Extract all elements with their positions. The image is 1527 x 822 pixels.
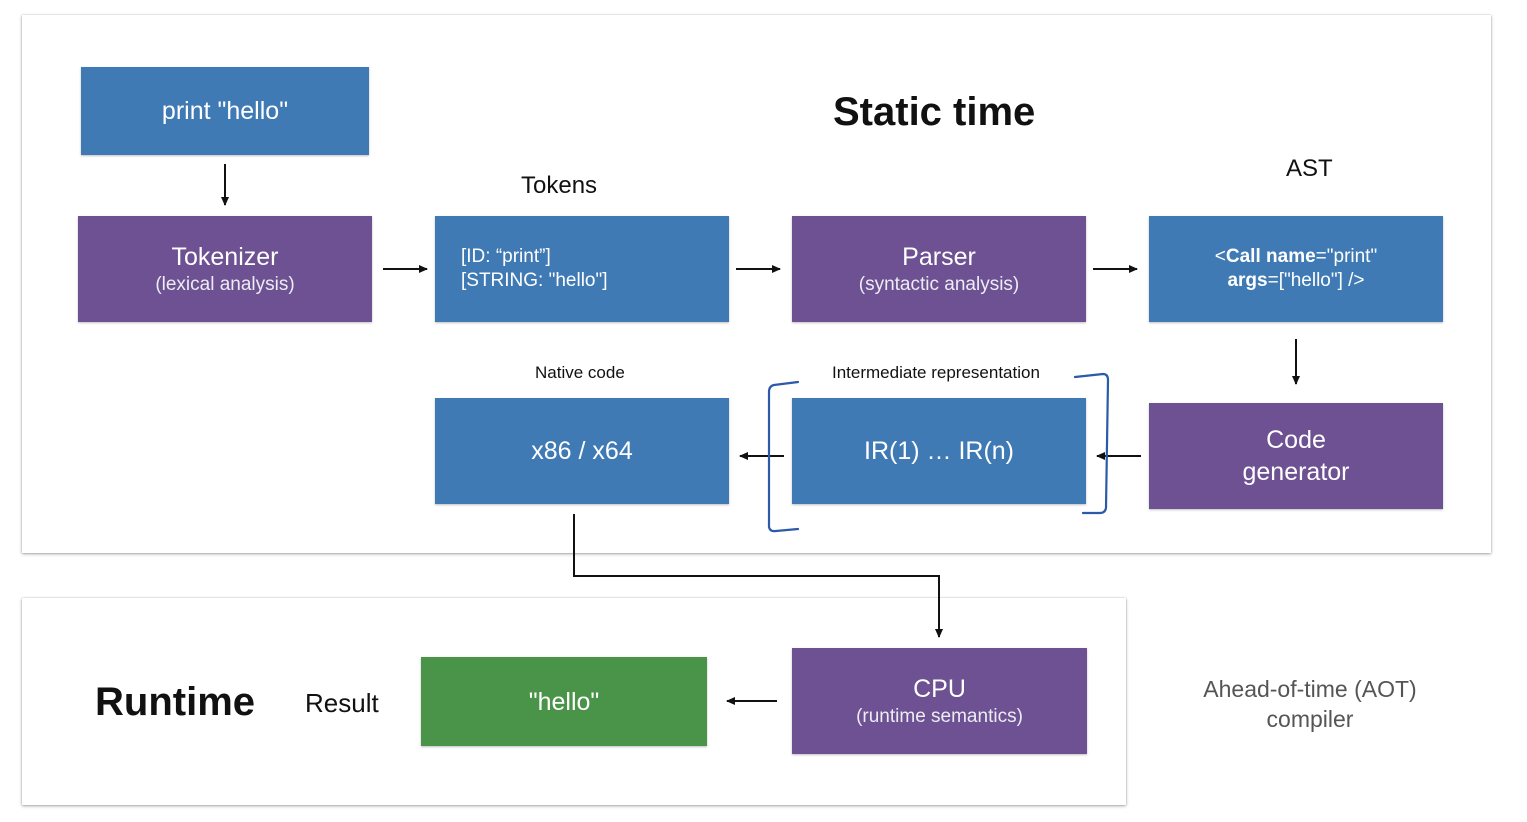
ast-line-1-pre: < [1214, 246, 1226, 267]
code-generator-box: Code generator [1149, 403, 1443, 509]
ast-line-1: <Call name="print" [1215, 245, 1377, 269]
aot-caption-line2: compiler [1266, 706, 1354, 732]
cpu-title: CPU [913, 675, 966, 703]
tokens-line-2: [STRING: "hello"] [461, 270, 608, 291]
code-generator-line-1: Code [1266, 426, 1326, 454]
aot-caption: Ahead-of-time (AOT) compiler [1180, 674, 1440, 734]
ir-box: IR(1) … IR(n) [792, 398, 1086, 504]
ast-line-2-bold: args [1227, 270, 1268, 291]
aot-caption-line1: Ahead-of-time (AOT) [1203, 676, 1417, 702]
result-box: "hello" [421, 657, 707, 746]
parser-box: Parser (syntactic analysis) [792, 216, 1086, 322]
runtime-title: Runtime [95, 680, 255, 724]
native-code-caption: Native code [535, 363, 625, 382]
ast-line-2: args=["hello"] /> [1227, 269, 1364, 293]
native-code-text: x86 / x64 [531, 437, 633, 465]
ast-line-2-post: =["hello"] /> [1267, 270, 1365, 291]
ir-bracket-left [767, 380, 800, 533]
parser-title: Parser [902, 243, 976, 271]
arrow-native-to-cpu [573, 514, 943, 638]
tokenizer-subtitle: (lexical analysis) [155, 274, 295, 295]
ast-box: <Call name="print" args=["hello"] /> [1149, 216, 1443, 322]
tokens-box: [ID: “print”] [STRING: "hello"] [435, 216, 729, 322]
ast-line-1-post: ="print" [1315, 246, 1378, 267]
ir-bracket-right [1073, 372, 1110, 515]
tokenizer-box: Tokenizer (lexical analysis) [78, 216, 372, 322]
native-code-box: x86 / x64 [435, 398, 729, 504]
source-code-text: print "hello" [161, 97, 289, 125]
code-generator-line-2: generator [1242, 458, 1350, 486]
ast-line-1-bold: Call name [1225, 246, 1316, 267]
result-value: "hello" [528, 687, 600, 716]
ast-caption: AST [1286, 155, 1333, 182]
cpu-box: CPU (runtime semantics) [792, 648, 1087, 754]
source-code-box: print "hello" [81, 67, 369, 155]
static-time-title: Static time [833, 90, 1036, 134]
cpu-subtitle: (runtime semantics) [856, 706, 1023, 727]
parser-subtitle: (syntactic analysis) [858, 274, 1020, 295]
ir-caption: Intermediate representation [832, 363, 1040, 382]
result-label: Result [305, 688, 379, 718]
tokens-line-1: [ID: “print”] [461, 246, 551, 267]
tokens-caption: Tokens [521, 172, 598, 199]
tokenizer-title: Tokenizer [171, 243, 279, 271]
ir-text: IR(1) … IR(n) [864, 437, 1014, 465]
